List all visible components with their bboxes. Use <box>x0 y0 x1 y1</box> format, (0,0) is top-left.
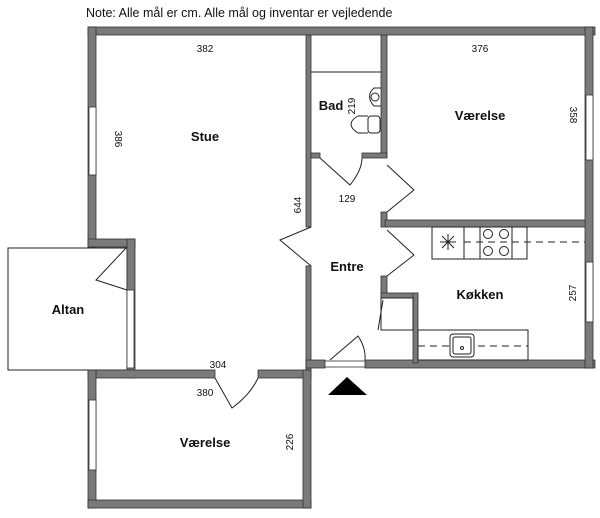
window <box>88 106 97 176</box>
dim-vaerelse-bottom-depth: 226 <box>285 433 296 450</box>
dim-entre-width: 129 <box>339 194 356 205</box>
room-label-koekken: Køkken <box>457 287 504 302</box>
dim-bad-depth: 219 <box>347 97 358 114</box>
entrance-arrow-icon <box>328 377 367 395</box>
sink-icon <box>369 87 381 107</box>
room-label-vaerelse-bottom: Værelse <box>180 435 231 450</box>
dim-stue-bottom-width: 304 <box>210 360 227 371</box>
room-label-vaerelse-top: Værelse <box>455 108 506 123</box>
room-label-entre: Entre <box>330 259 363 274</box>
entrance-threshold <box>324 360 366 368</box>
toilet-icon <box>350 115 381 134</box>
kitchen-sink-icon <box>449 333 475 358</box>
dim-entre-depth: 644 <box>293 196 304 213</box>
dim-koekken-depth: 257 <box>568 284 579 301</box>
kitchen-counter <box>431 226 528 260</box>
window <box>126 289 135 369</box>
window <box>585 94 594 161</box>
window <box>585 261 594 323</box>
dim-stue-depth: 386 <box>112 131 123 148</box>
dim-stue-width: 382 <box>197 44 214 55</box>
dim-vaerelse-bottom-width: 380 <box>197 388 214 399</box>
room-label-altan: Altan <box>52 302 85 317</box>
doors <box>95 157 415 409</box>
dim-vaerelse-top-width: 376 <box>472 44 489 55</box>
plan-note: Note: Alle mål er cm. Alle mål og invent… <box>86 6 393 20</box>
stove-icon <box>483 229 509 256</box>
room-label-stue: Stue <box>191 129 219 144</box>
room-label-bad: Bad <box>319 98 344 113</box>
window <box>88 399 97 471</box>
dim-vaerelse-top-depth: 358 <box>567 107 578 124</box>
